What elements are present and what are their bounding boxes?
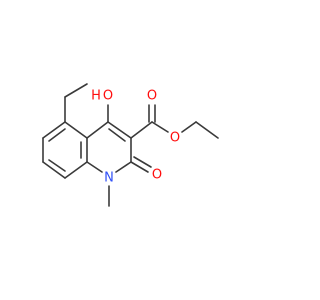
bond-n1-c8a (86, 161, 103, 173)
bond-ethoxy-ch2-ch3 (195, 121, 219, 139)
bond-c5-c6 (42, 121, 66, 139)
ester-carbonyl-oxygen-label: O (147, 89, 157, 104)
bond-c4-c3-inner (108, 128, 126, 142)
molecule-structure-diagram: O H O O O N (42, 83, 219, 207)
bond-c5-c4a (64, 121, 88, 139)
bond-c8-c8a (64, 161, 88, 179)
ester-ether-oxygen-label: O (170, 131, 180, 146)
bond-c7-c8-inner (48, 159, 66, 172)
bond-c4-c3 (107, 121, 132, 139)
bond-c4a-c4 (86, 121, 109, 139)
bond-c5-c6-inner (48, 128, 66, 142)
atom-labels: O H O O O N (91, 89, 180, 186)
bond-c3-ester-c (130, 121, 153, 139)
bond-oether-ch2 (181, 121, 197, 133)
bond-ester-c-oether (151, 121, 169, 133)
hydroxyl-oxygen-label: O (103, 89, 113, 104)
hydroxyl-hydrogen-label: H (91, 89, 101, 104)
bond-c2-o-a (130, 161, 149, 173)
bond-c7-c8 (42, 161, 66, 179)
bonds (42, 83, 219, 207)
bond-c2-n1 (115, 161, 132, 173)
bond-ethyl-ch2-ch3 (64, 83, 88, 98)
ring-nitrogen-label: N (104, 171, 114, 186)
bond-c2-o-b (133, 156, 152, 168)
ring-carbonyl-oxygen-label: O (152, 168, 162, 183)
